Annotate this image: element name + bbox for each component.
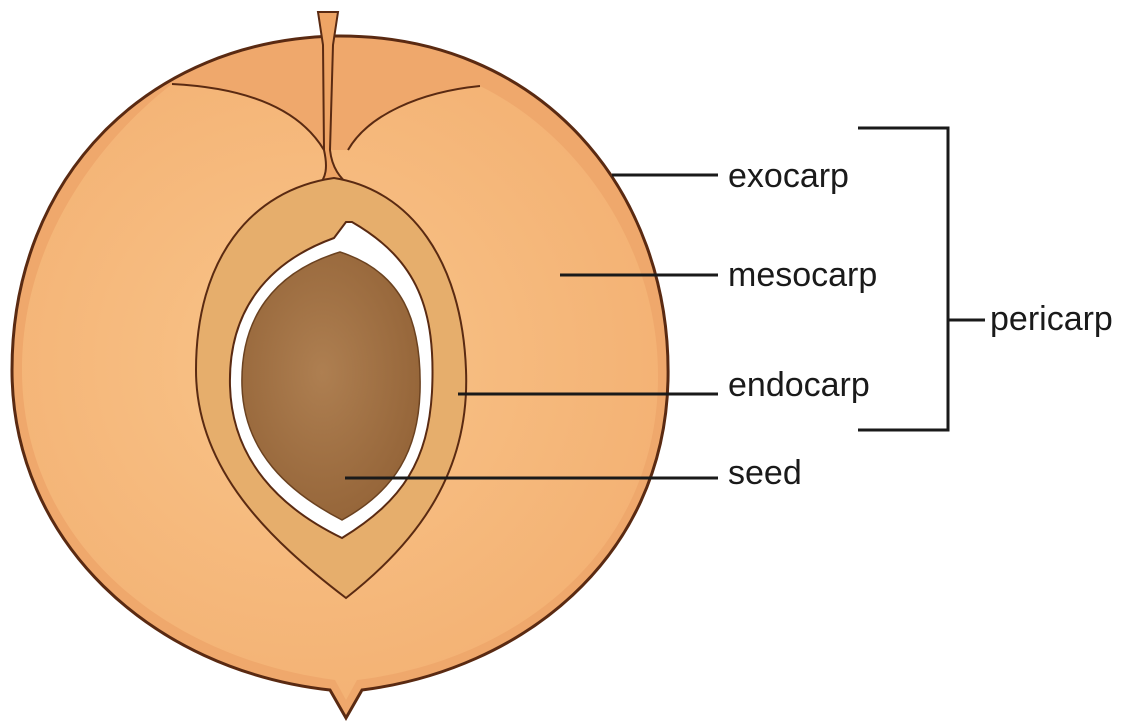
exocarp-label: exocarp xyxy=(728,157,849,195)
seed-label: seed xyxy=(728,454,802,492)
mesocarp-label: mesocarp xyxy=(728,256,877,294)
endocarp-label: endocarp xyxy=(728,366,870,404)
pericarp-label: pericarp xyxy=(990,300,1113,338)
